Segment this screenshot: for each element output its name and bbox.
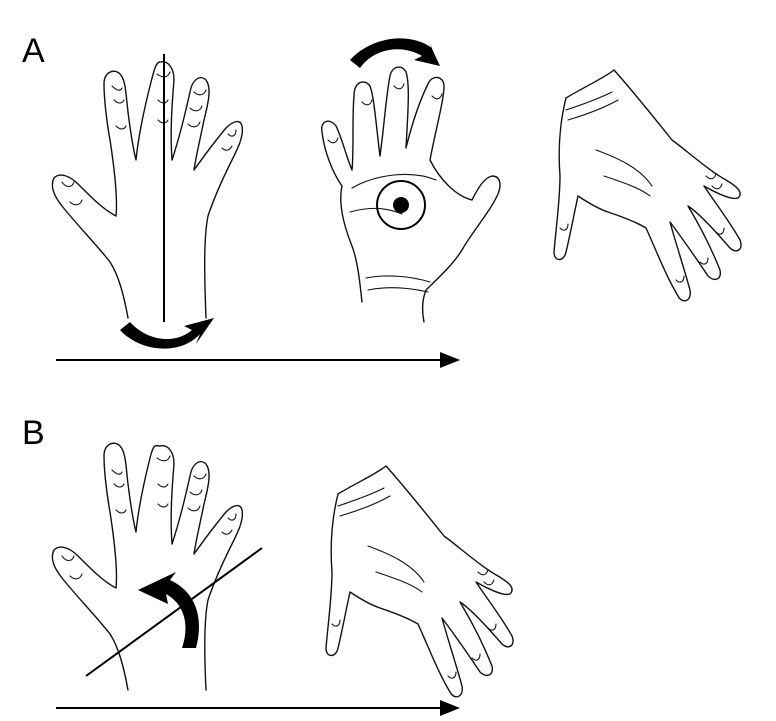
panel-b-hand-dorsal-icon xyxy=(51,442,244,691)
panel-a-rotation-axis-target-icon xyxy=(376,180,426,230)
panel-a-hand-palm-icon xyxy=(321,66,501,323)
panel-a-bottom-rotation-arrow-icon xyxy=(120,318,214,349)
panel-a-hand-dorsal-icon xyxy=(51,61,244,319)
panel-b-oblique-axis-line xyxy=(85,547,263,677)
panel-a-hand-rotated-icon xyxy=(553,69,742,302)
panel-b-rotation-arrow-icon xyxy=(138,572,199,648)
panel-label-a: A xyxy=(22,32,45,70)
panel-b-hand-rotated-icon xyxy=(325,465,514,698)
panel-label-b: B xyxy=(22,414,45,452)
panel-a-top-rotation-arrow-icon xyxy=(350,38,440,68)
